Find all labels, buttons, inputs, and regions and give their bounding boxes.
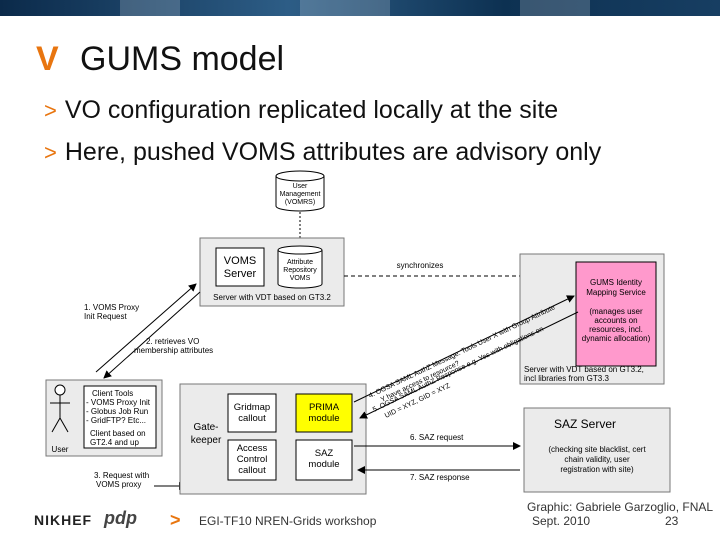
step1-label-2: Init Request (84, 312, 127, 321)
client-caption-2: GT2.4 and up (90, 438, 139, 447)
brand-v-logo: V (36, 40, 59, 78)
attr-repo-label-2: Repository (283, 267, 317, 274)
gums-desc-3: resources, incl. (589, 325, 643, 334)
saz-desc-3: registration with site) (560, 465, 634, 474)
voms-caption: Server with VDT based on GT3.2 (213, 293, 331, 302)
saz-desc-1: (checking site blacklist, cert (548, 445, 646, 454)
gums-panel: GUMS Identity Mapping Service (manages u… (519, 253, 665, 385)
gums-label-2: Mapping Service (586, 288, 646, 297)
voms-server-label-1: VOMS (224, 255, 256, 267)
voms-server-label-2: Server (224, 268, 257, 280)
client-panel: User Client Tools - VOMS Proxy Init - Gl… (45, 379, 163, 457)
nikhef-logo: NIKHEF (34, 512, 93, 528)
bullet-2: >Here, pushed VOMS attributes are adviso… (44, 138, 602, 166)
date-label: Sept. 2010 (532, 514, 591, 528)
synchronizes-label: synchronizes (397, 261, 444, 270)
client-tools-3: - Globus Job Run (86, 407, 148, 416)
access-label-2: Control (237, 454, 268, 465)
saz-desc-2: chain validity, user (564, 455, 630, 464)
step2-label-1: 2. retrieves VO (146, 337, 199, 346)
step5-label-1: 5. OGSA SAML AuthZ Response e.g. Yes wit… (372, 326, 545, 414)
vomrs-database: User Management (VOMRS) (275, 170, 325, 212)
access-label-3: callout (238, 465, 266, 476)
user-label: User (52, 445, 69, 454)
workshop-label: EGI-TF10 NREN-Grids workshop (199, 514, 377, 528)
access-label-1: Access (237, 443, 268, 454)
vomrs-label-2: Management (280, 191, 321, 198)
prima-label-2: module (308, 413, 339, 424)
gums-caption-1: Server with VDT based on GT3.2, (524, 365, 644, 374)
vomrs-label-3: (VOMRS) (285, 199, 315, 206)
voms-server-panel: VOMS Server Attribute Repository VOMS Se… (199, 237, 345, 307)
gridmap-label-1: Gridmap (234, 402, 270, 413)
gatekeeper-label-2: keeper (191, 435, 222, 446)
step6-label: 6. SAZ request (410, 433, 464, 442)
bullet-1: >VO configuration replicated locally at … (44, 96, 559, 124)
saz-server-title: SAZ Server (554, 417, 616, 431)
step3-label-2: VOMS proxy (96, 480, 141, 489)
gums-caption-2: incl libraries from GT3.3 (524, 374, 609, 383)
attr-repo-label-1: Attribute (287, 259, 313, 266)
bullet-arrow-icon: > (44, 98, 57, 123)
gums-desc-1: (manages user (589, 307, 643, 316)
page-number: 23 (665, 514, 679, 528)
attr-repo-label-3: VOMS (290, 275, 311, 282)
gums-label-1: GUMS Identity (590, 278, 642, 287)
step7-label: 7. SAZ response (410, 473, 470, 482)
client-tools-1: Client Tools (92, 389, 133, 398)
vomrs-label-1: User (293, 183, 308, 190)
gums-desc-2: accounts on (594, 316, 637, 325)
graphic-credit: Graphic: Gabriele Garzoglio, FNAL (527, 500, 714, 514)
step3-label-1: 3. Request with (94, 471, 149, 480)
saz-server-panel: SAZ Server (checking site blacklist, cer… (523, 407, 671, 493)
gums-desc-4: dynamic allocation) (582, 334, 651, 343)
gatekeeper-label-1: Gate- (193, 422, 218, 433)
slide-title: GUMS model (80, 40, 285, 78)
footer-arrow-icon: > (170, 510, 181, 530)
gums-model-diagram: User Management (VOMRS) VOMS Server Attr… (45, 170, 671, 495)
header-band (0, 0, 720, 16)
client-caption-1: Client based on (90, 429, 146, 438)
gatekeeper-panel: Gate- keeper Gridmap callout PRIMA modul… (179, 383, 367, 495)
prima-label-1: PRIMA (309, 402, 340, 413)
client-tools-4: - GridFTP? Etc... (86, 416, 146, 425)
gridmap-label-2: callout (238, 413, 266, 424)
bullet-arrow-icon: > (44, 140, 57, 165)
step2-label-2: membership attributes (134, 346, 213, 355)
pdp-logo: pdp (104, 508, 137, 528)
saz-module-label-2: module (308, 459, 339, 470)
saz-module-label-1: SAZ (315, 448, 334, 459)
client-tools-2: - VOMS Proxy Init (86, 398, 151, 407)
step1-label-1: 1. VOMS Proxy (84, 303, 139, 312)
